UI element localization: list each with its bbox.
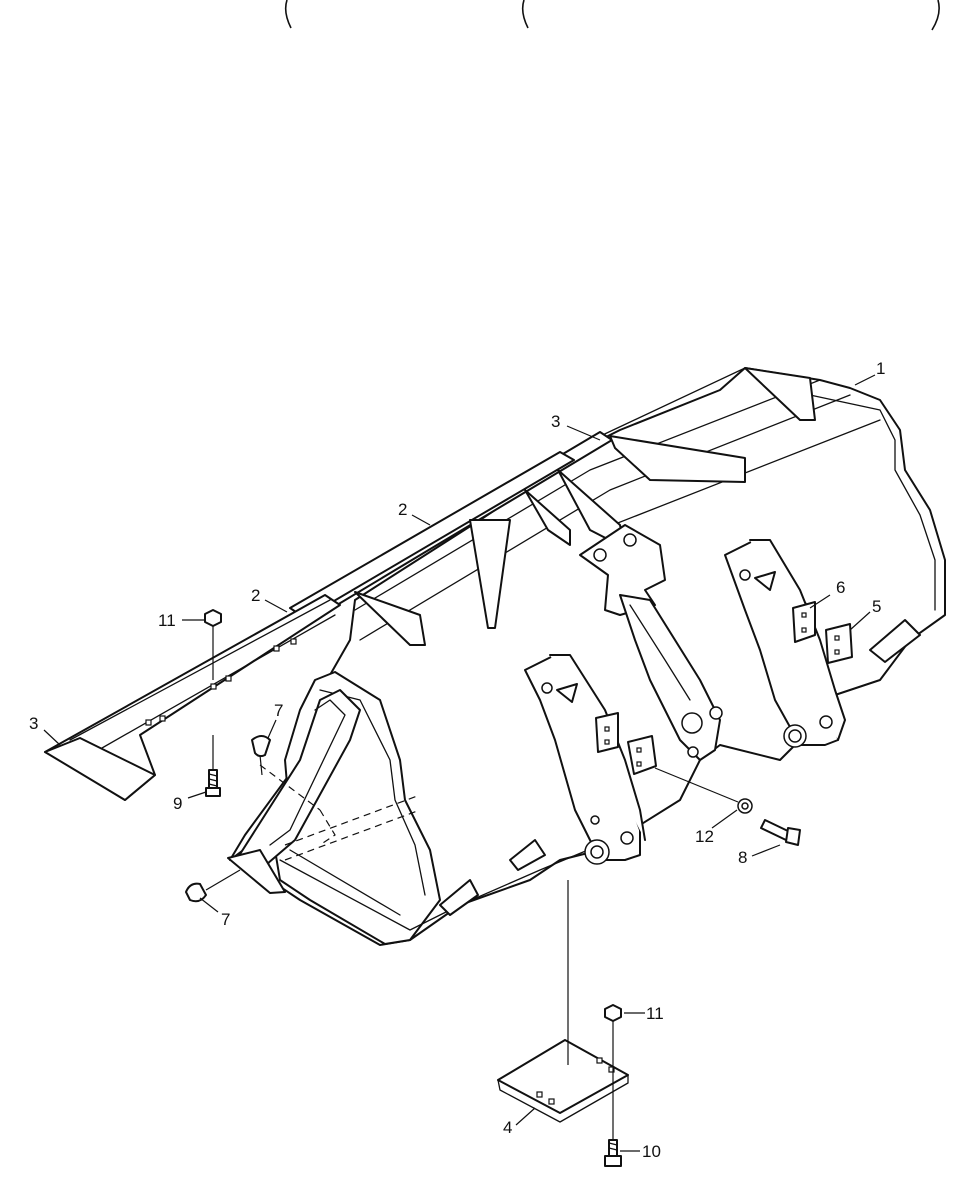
top-edge-plates: [44, 431, 613, 801]
right-lift-bracket: [724, 539, 853, 748]
callout-11-upper: 11: [158, 611, 176, 630]
callout-5: 5: [872, 597, 881, 616]
part-10-bolt: [604, 1139, 622, 1167]
callout-4: 4: [503, 1118, 512, 1137]
part-7-cap-upper: [251, 735, 271, 776]
callout-2-upper: 2: [398, 500, 407, 519]
callout-7-lower: 7: [221, 910, 230, 929]
callout-2-lower: 2: [251, 586, 260, 605]
callout-leaders: [43, 374, 876, 1152]
part-7-cap-lower: [185, 869, 241, 903]
callout-11-lower: 11: [646, 1004, 664, 1023]
callout-3-lower: 3: [29, 714, 38, 733]
callout-9: 9: [173, 794, 182, 813]
part-9-bolt: [205, 735, 221, 797]
callout-8: 8: [738, 848, 747, 867]
callout-7-upper: 7: [274, 701, 283, 720]
callout-1: 1: [876, 359, 885, 378]
bucket-body: [227, 367, 946, 946]
top-edge-fragments: [284, 0, 940, 31]
center-link-bracket: [579, 524, 723, 761]
callout-6: 6: [836, 578, 845, 597]
part-11-nut-lower: [604, 1004, 622, 1140]
part-8-bolt: [760, 819, 801, 846]
part-11-nut-upper: [204, 609, 222, 680]
edge-adapters: [44, 367, 816, 801]
part-12-washer: [654, 767, 753, 814]
left-lift-bracket: [524, 654, 657, 865]
callout-10: 10: [642, 1142, 661, 1161]
callout-labels: 1 2 2 3 3 4 5 6 7 7 8 9 10 11 11 12: [29, 359, 885, 1161]
part-4-plate: [497, 880, 629, 1123]
callout-12: 12: [695, 827, 714, 846]
callout-3-upper: 3: [551, 412, 560, 431]
